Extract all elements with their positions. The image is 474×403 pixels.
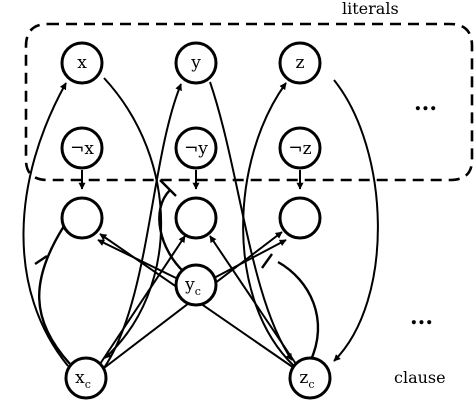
edge-yc-to-mid-x — [97, 239, 177, 279]
edge-xc-to-y — [103, 83, 182, 369]
literals-ellipsis: ... — [414, 90, 437, 116]
node-mid-x — [60, 196, 104, 240]
node-z: z — [278, 41, 322, 85]
node-not-z-label: ¬z — [288, 139, 311, 159]
node-z-c-base: z — [299, 368, 308, 388]
svg-text:zc: zc — [299, 368, 314, 391]
inhibit-bar-mid-x — [34, 255, 48, 265]
edge-xc-to-x — [22, 82, 69, 367]
node-y-label: y — [190, 53, 201, 73]
node-mid-y — [174, 196, 218, 240]
literals-group-box — [24, 22, 474, 182]
node-mid-z — [278, 196, 322, 240]
node-not-y-label: ¬y — [184, 139, 208, 159]
edge-yc-to-mid-z — [213, 239, 287, 279]
clause-nodes: yc xc zc — [64, 263, 332, 400]
node-x-c-sub: c — [85, 378, 91, 391]
edge-zc-to-mid-y — [209, 235, 297, 365]
node-x: x — [60, 41, 104, 85]
node-z-c: zc — [288, 356, 332, 400]
inhibit-yc-to-mid-y — [158, 189, 185, 273]
node-y-c-sub: c — [195, 285, 201, 298]
inhibit-zc-to-mid-z — [277, 260, 320, 363]
node-not-x-label: ¬x — [70, 139, 94, 159]
edge-y-to-zc — [209, 81, 293, 361]
curved-edges — [22, 77, 379, 369]
clause-label: clause — [394, 368, 446, 387]
clause-ellipsis: ... — [410, 304, 433, 330]
edge-x-to-xc — [103, 77, 162, 359]
middle-nodes — [60, 196, 322, 240]
literal-nodes: x y z ¬x ¬y ¬z — [60, 41, 322, 170]
node-y-c: yc — [174, 263, 218, 307]
inhibit-xc-to-mid-x — [38, 225, 71, 365]
node-not-x: ¬x — [60, 126, 104, 170]
node-z-label: z — [296, 53, 305, 73]
inhibitory-edges — [34, 179, 320, 365]
literals-label: literals — [342, 0, 399, 18]
inhibit-bar-mid-y — [159, 179, 177, 197]
node-z-c-sub: c — [308, 378, 314, 391]
node-not-z: ¬z — [278, 126, 322, 170]
node-x-label: x — [77, 53, 87, 73]
edge-z-to-zc — [333, 79, 379, 362]
node-x-c-base: x — [75, 368, 85, 388]
node-y: y — [174, 41, 218, 85]
svg-text:xc: xc — [75, 368, 91, 391]
node-not-y: ¬y — [174, 126, 218, 170]
inhibit-bar-mid-z — [261, 253, 273, 269]
node-x-c: xc — [64, 356, 108, 400]
edge-zc-to-z — [242, 82, 295, 367]
negation-arrows — [78, 170, 304, 190]
svg-text:yc: yc — [184, 275, 201, 298]
node-y-c-base: y — [184, 275, 195, 295]
